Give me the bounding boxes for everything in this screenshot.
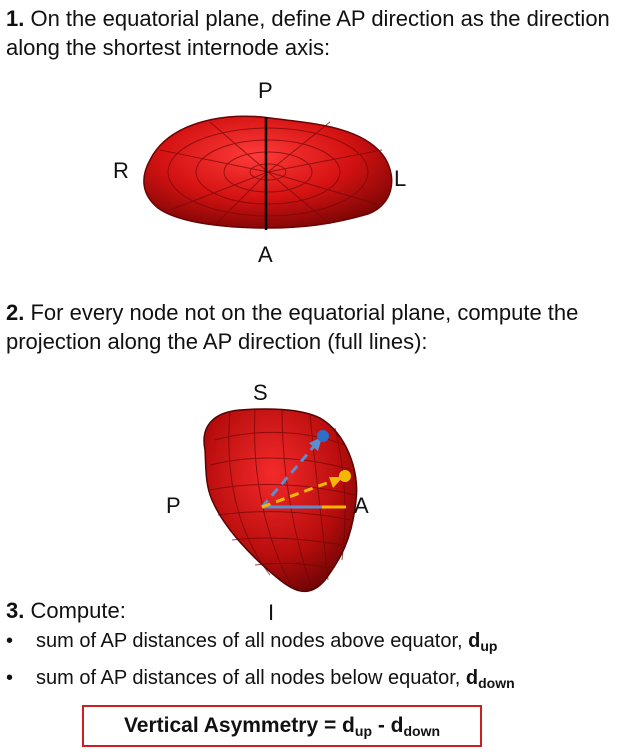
label-l: L: [394, 166, 407, 191]
blue-dashed-vector: [260, 436, 324, 508]
bullet-subscript: down: [478, 675, 515, 691]
bullet-text: sum of AP distances of all nodes below e…: [36, 667, 466, 689]
bullet-marker: •: [6, 630, 14, 652]
step-2-text: 2. For every node not on the equatorial …: [6, 298, 636, 356]
bullet-variable: d: [465, 667, 479, 689]
label-a-side: A: [354, 493, 369, 518]
label-a-bottom: A: [258, 242, 273, 267]
step-3-number: 3.: [6, 598, 25, 623]
label-r: R: [113, 158, 129, 183]
bullet-above-equator: • sum of AP distances of all nodes above …: [6, 628, 497, 659]
step-2-description: For every node not on the equatorial pla…: [6, 300, 579, 354]
blue-arrowhead: [309, 437, 322, 451]
label-p-top: P: [258, 78, 273, 103]
formula-box: Vertical Asymmetry = dup - ddown: [82, 705, 482, 747]
label-p-side: P: [166, 493, 181, 518]
bullet-text: sum of AP distances of all nodes above e…: [36, 630, 469, 652]
node-shape: [203, 408, 358, 592]
equatorial-shape: [143, 115, 393, 230]
formula-prefix: Vertical Asymmetry = d: [123, 714, 355, 737]
formula-middle: - d: [372, 714, 404, 737]
step-3-description: Compute:: [24, 598, 126, 623]
formula-subscript-up: up: [354, 723, 372, 739]
step-1-number: 1.: [6, 6, 25, 31]
formula-subscript-down: down: [403, 723, 441, 739]
step-2-number: 2.: [6, 300, 25, 325]
yellow-node-dot: [339, 470, 351, 482]
label-s: S: [253, 380, 268, 405]
bullet-marker: •: [6, 667, 14, 689]
bullet-below-equator: • sum of AP distances of all nodes below …: [6, 665, 515, 696]
step-3-text: 3. Compute:: [6, 596, 126, 625]
bullet-subscript: up: [480, 638, 498, 654]
yellow-arrowhead: [329, 477, 343, 488]
label-i: I: [268, 600, 275, 625]
bullet-variable: d: [468, 630, 481, 652]
step-1-description: On the equatorial plane, define AP direc…: [6, 6, 610, 60]
step-1-text: 1. On the equatorial plane, define AP di…: [6, 4, 626, 62]
blue-node-dot: [317, 430, 329, 442]
